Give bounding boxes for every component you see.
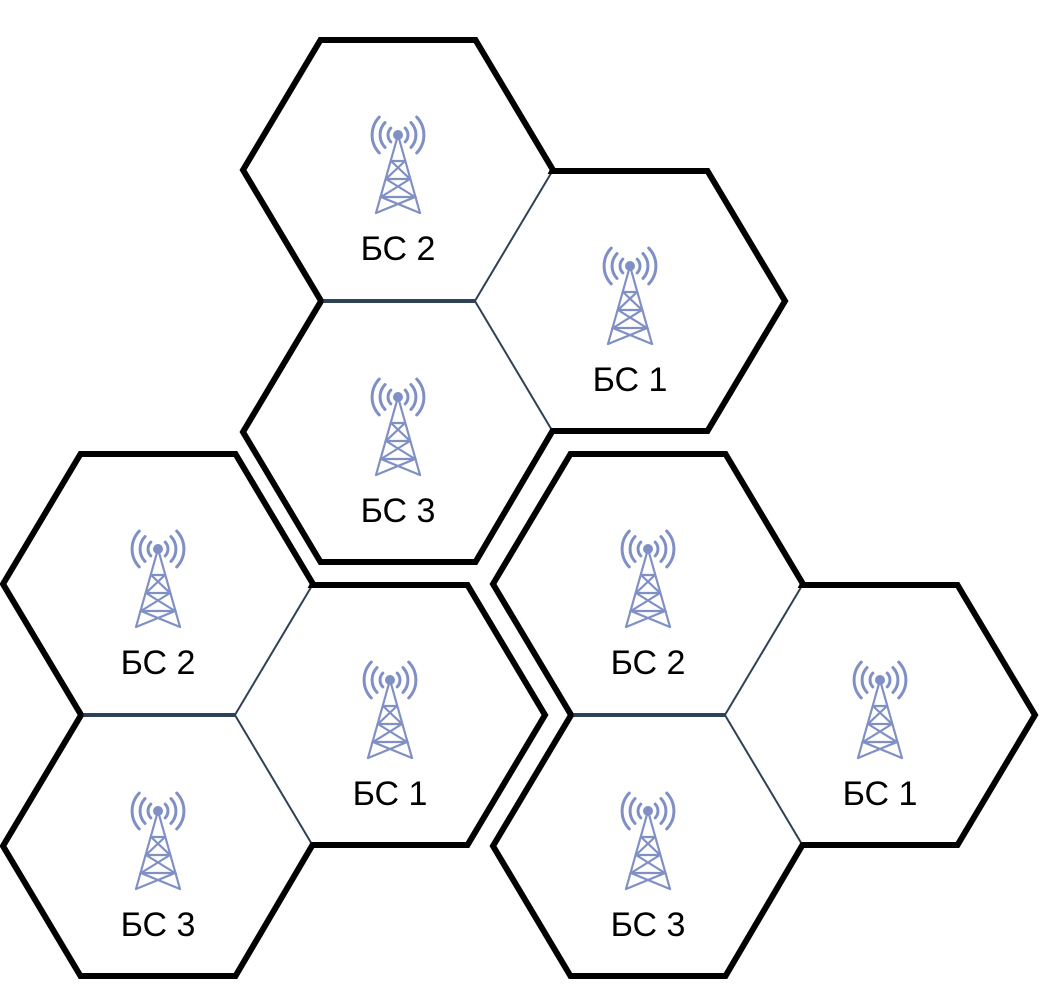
radio-tower-icon — [620, 791, 676, 891]
radio-tower-icon — [620, 529, 676, 629]
inner-borders — [320, 169, 554, 433]
cell-bs: БС 2 — [611, 529, 686, 682]
radio-tower-icon — [362, 660, 418, 760]
radio-tower-icon — [852, 660, 908, 760]
cluster-bottom-right: БС 2 БС 1 БС 3 — [489, 451, 1039, 979]
cell-bs: БС 1 — [593, 246, 668, 399]
cell-label: БС 2 — [361, 230, 436, 268]
radio-tower-icon — [130, 791, 186, 891]
inner-borders — [80, 583, 314, 847]
cluster-top: БС 2 БС 1 БС 3 — [239, 37, 789, 565]
cluster-outline — [239, 37, 789, 565]
cell-bs: БС 3 — [611, 791, 686, 944]
cell-bs: БС 2 — [361, 115, 436, 268]
cell-label: БС 1 — [593, 361, 668, 399]
cell-label: БС 2 — [611, 644, 686, 682]
cluster-outline — [489, 451, 1039, 979]
cell-label: БС 2 — [121, 644, 196, 682]
cell-label: БС 3 — [611, 906, 686, 944]
cell-label: БС 3 — [121, 906, 196, 944]
radio-tower-icon — [370, 115, 426, 215]
cell-label: БС 3 — [361, 492, 436, 530]
cluster-bottom-left: БС 2 БС 1 БС 3 — [0, 451, 549, 979]
cluster-outline — [0, 451, 549, 979]
cell-label: БС 1 — [843, 775, 918, 813]
inner-borders — [570, 583, 804, 847]
cell-bs: БС 1 — [843, 660, 918, 813]
cell-bs: БС 3 — [121, 791, 196, 944]
cell-label: БС 1 — [353, 775, 428, 813]
radio-tower-icon — [602, 246, 658, 346]
cell-bs: БС 2 — [121, 529, 196, 682]
radio-tower-icon — [130, 529, 186, 629]
radio-tower-icon — [370, 377, 426, 477]
cell-bs: БС 1 — [353, 660, 428, 813]
cell-bs: БС 3 — [361, 377, 436, 530]
